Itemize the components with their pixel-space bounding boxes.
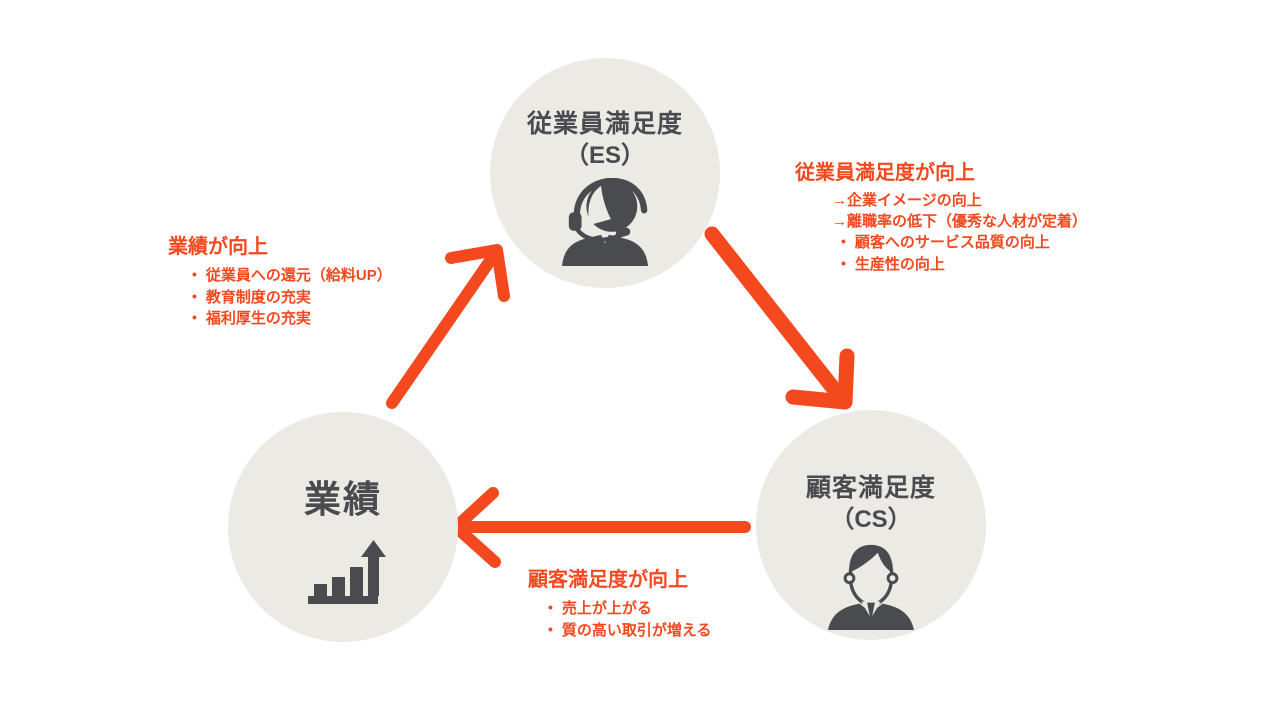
annotation-es-heading: 従業員満足度が向上	[795, 162, 975, 184]
node-cs-subtitle: （CS）	[830, 506, 912, 533]
annotation-es-bullet-item: • 顧客へのサービス品質の向上	[841, 233, 1050, 251]
annotation-performance-bullet-item: • 教育制度の充実	[192, 287, 311, 306]
arrow-cs-to-performance	[450, 487, 751, 568]
annotation-performance-improves: 業績が向上 • 従業員への還元（給料UP） • 教育制度の充実 • 福利厚生の充…	[168, 234, 468, 330]
annotation-cs-improves: 顧客満足度が向上 • 売上が上がる • 質の高い取引が増える	[528, 567, 808, 641]
businessman-icon	[827, 544, 915, 630]
node-business-performance: 業績	[228, 412, 458, 642]
annotation-cs-bullet-item: • 質の高い取引が増える	[548, 620, 712, 639]
node-cs-title: 顧客満足度	[805, 474, 936, 502]
annotation-es-arrow-item: →企業イメージの向上	[832, 192, 982, 209]
annotation-cs-heading: 顧客満足度が向上	[528, 569, 688, 591]
node-es-subtitle: （ES）	[564, 142, 645, 169]
bullet-dot: •	[548, 599, 553, 615]
annotation-performance-heading: 業績が向上	[168, 236, 268, 258]
node-performance-title: 業績	[304, 479, 382, 520]
annotation-performance-list: • 従業員への還元（給料UP） • 教育制度の充実 • 福利厚生の充実	[168, 265, 468, 330]
annotation-es-improves: 従業員満足度が向上 →企業イメージの向上 →離職率の低下（優秀な人材が定着） •…	[795, 160, 1135, 275]
bullet-dot: •	[841, 233, 846, 249]
node-customer-satisfaction: 顧客満足度 （CS）	[756, 410, 986, 640]
growth-bar-chart-icon	[308, 540, 386, 604]
annotation-es-arrow-item: →離職率の低下（優秀な人材が定着）	[832, 212, 1088, 230]
bullet-dot: •	[192, 287, 197, 304]
bullet-dot: •	[192, 309, 197, 325]
bullet-dot: •	[841, 254, 846, 271]
annotation-es-bullet-item: • 生産性の向上	[841, 254, 945, 273]
node-employee-satisfaction: 従業員満足度 （ES）	[490, 58, 720, 288]
bullet-dot: •	[192, 266, 197, 282]
node-es-title: 従業員満足度	[526, 110, 683, 138]
annotation-es-list: →企業イメージの向上 →離職率の低下（優秀な人材が定着） • 顧客へのサービス品…	[795, 191, 1135, 275]
bullet-dot: •	[548, 620, 553, 637]
annotation-performance-bullet-item: • 福利厚生の充実	[192, 309, 311, 327]
annotation-cs-bullet-item: • 売上が上がる	[548, 599, 652, 617]
annotation-performance-bullet-item: • 従業員への還元（給料UP）	[192, 266, 392, 284]
headset-agent-icon	[561, 178, 649, 266]
annotation-cs-list: • 売上が上がる • 質の高い取引が増える	[528, 598, 808, 641]
